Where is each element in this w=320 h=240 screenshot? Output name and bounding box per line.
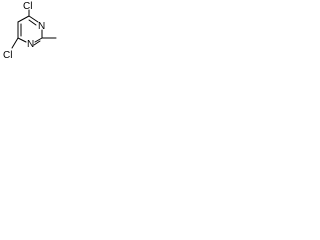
atom-label-cl-top: Cl [23, 1, 32, 12]
bond-c6-n1 [17, 37, 27, 43]
atom-label-n-upper: N [38, 21, 45, 32]
structure-canvas: Cl Cl N N [0, 0, 77, 65]
bond-n1-c2-double [33, 40, 41, 46]
bond-c6-cl [11, 37, 19, 49]
atom-label-n-lower: N [27, 39, 34, 50]
bond-c4-c5 [17, 15, 30, 23]
atom-label-cl-bottom: Cl [3, 50, 12, 61]
bond-n1-c2 [34, 37, 43, 43]
structure-diagram: Cl Cl N N [3, 1, 57, 61]
bond-n3-c4-double [28, 19, 37, 26]
bond-n3-c4 [28, 15, 39, 23]
